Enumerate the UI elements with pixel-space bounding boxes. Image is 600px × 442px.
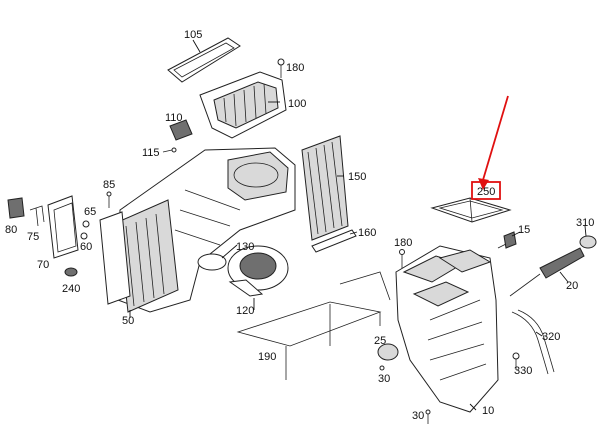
leader-lines [129, 39, 587, 411]
part-10-distribution-housing [395, 245, 499, 413]
callout-310: 310 [576, 217, 594, 229]
part-120-blower [227, 245, 289, 297]
part-250-gasket [430, 197, 512, 223]
part-60-plug [80, 232, 88, 240]
part-80-clip [7, 197, 25, 219]
callout-labels: 105 180 100 110 115 85 150 250 310 15 80… [5, 29, 594, 422]
part-85-screw [106, 191, 112, 208]
callout-110: 110 [165, 112, 183, 124]
part-50-core [99, 199, 179, 313]
callout-60: 60 [80, 241, 92, 253]
callout-330: 330 [514, 365, 532, 377]
part-70-cover [47, 195, 79, 259]
callout-30-left: 30 [378, 373, 390, 385]
callout-130: 130 [236, 241, 254, 253]
callout-65: 65 [84, 206, 96, 218]
part-320-drain-pipe [511, 309, 555, 375]
callout-10: 10 [482, 405, 494, 417]
part-105-gasket-frame [167, 37, 241, 83]
part-190-gasket [236, 271, 391, 380]
part-115-screw [162, 147, 177, 153]
callout-320: 320 [542, 331, 560, 343]
callout-250: 250 [477, 186, 495, 198]
callout-85: 85 [103, 179, 115, 191]
callout-160: 160 [358, 227, 376, 239]
callout-80: 80 [5, 224, 17, 236]
callout-115: 115 [142, 147, 160, 159]
callout-30-bottom: 30 [412, 410, 424, 422]
part-20-actuator-rod [509, 247, 585, 297]
part-25-motor [377, 343, 399, 361]
part-30-screw-a [379, 365, 385, 371]
callout-20: 20 [566, 280, 578, 292]
callout-70: 70 [37, 259, 49, 271]
part-330-screw [512, 352, 520, 370]
part-240-cap [64, 267, 78, 277]
callout-75: 75 [27, 231, 39, 243]
part-160-strip [311, 229, 357, 253]
part-65-plug [82, 220, 90, 228]
highlight-callout-250 [471, 95, 509, 200]
part-110-actuator [169, 119, 193, 141]
callout-15: 15 [518, 224, 530, 236]
callout-240: 240 [62, 283, 80, 295]
part-30-screw-b [425, 409, 431, 424]
part-130-ring [197, 253, 227, 271]
callout-100: 100 [288, 98, 306, 110]
callout-190: 190 [258, 351, 276, 363]
part-100-upper-housing [199, 71, 287, 139]
part-75-bracket [29, 205, 45, 227]
part-180-screw-top [277, 58, 285, 78]
callout-180-right: 180 [394, 237, 412, 249]
callout-50: 50 [122, 315, 134, 327]
part-15-clip [497, 231, 517, 249]
callout-105: 105 [184, 29, 202, 41]
part-310-cap [579, 235, 597, 249]
callout-120: 120 [236, 305, 254, 317]
callout-25: 25 [374, 335, 386, 347]
callout-150: 150 [348, 171, 366, 183]
part-180-screw-right [399, 249, 405, 270]
part-150-filter [301, 135, 349, 241]
callout-180-top: 180 [286, 62, 304, 74]
